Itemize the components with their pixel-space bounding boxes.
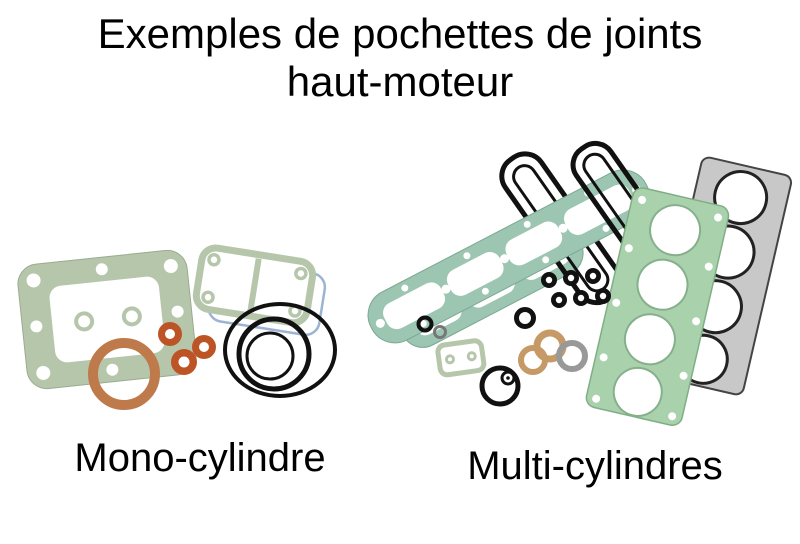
copper-washer bbox=[88, 338, 160, 410]
small-black-ring bbox=[514, 307, 536, 329]
caption-mono-cylindre: Mono-cylindre bbox=[74, 436, 326, 480]
mono-cylinder-kit-illustration bbox=[12, 232, 352, 412]
small-rectangular-gasket bbox=[435, 338, 487, 378]
multi-cylinder-kit-illustration bbox=[345, 128, 795, 428]
page-title: Exemples de pochettes de joints haut-mot… bbox=[0, 10, 800, 107]
title-line-1: Exemples de pochettes de joints bbox=[97, 10, 703, 57]
tiny-rings bbox=[416, 315, 447, 339]
orange-seal-rings bbox=[158, 322, 216, 375]
washer-cluster bbox=[518, 329, 588, 375]
valve-stem-seals bbox=[541, 268, 611, 308]
caption-multi-cylindres: Multi-cylindres bbox=[467, 444, 723, 488]
o-ring-with-seal bbox=[479, 365, 521, 407]
cylinder-base-gasket bbox=[17, 249, 197, 390]
head-gasket-green bbox=[585, 187, 730, 427]
black-o-rings bbox=[223, 302, 337, 398]
title-line-2: haut-moteur bbox=[286, 58, 514, 106]
